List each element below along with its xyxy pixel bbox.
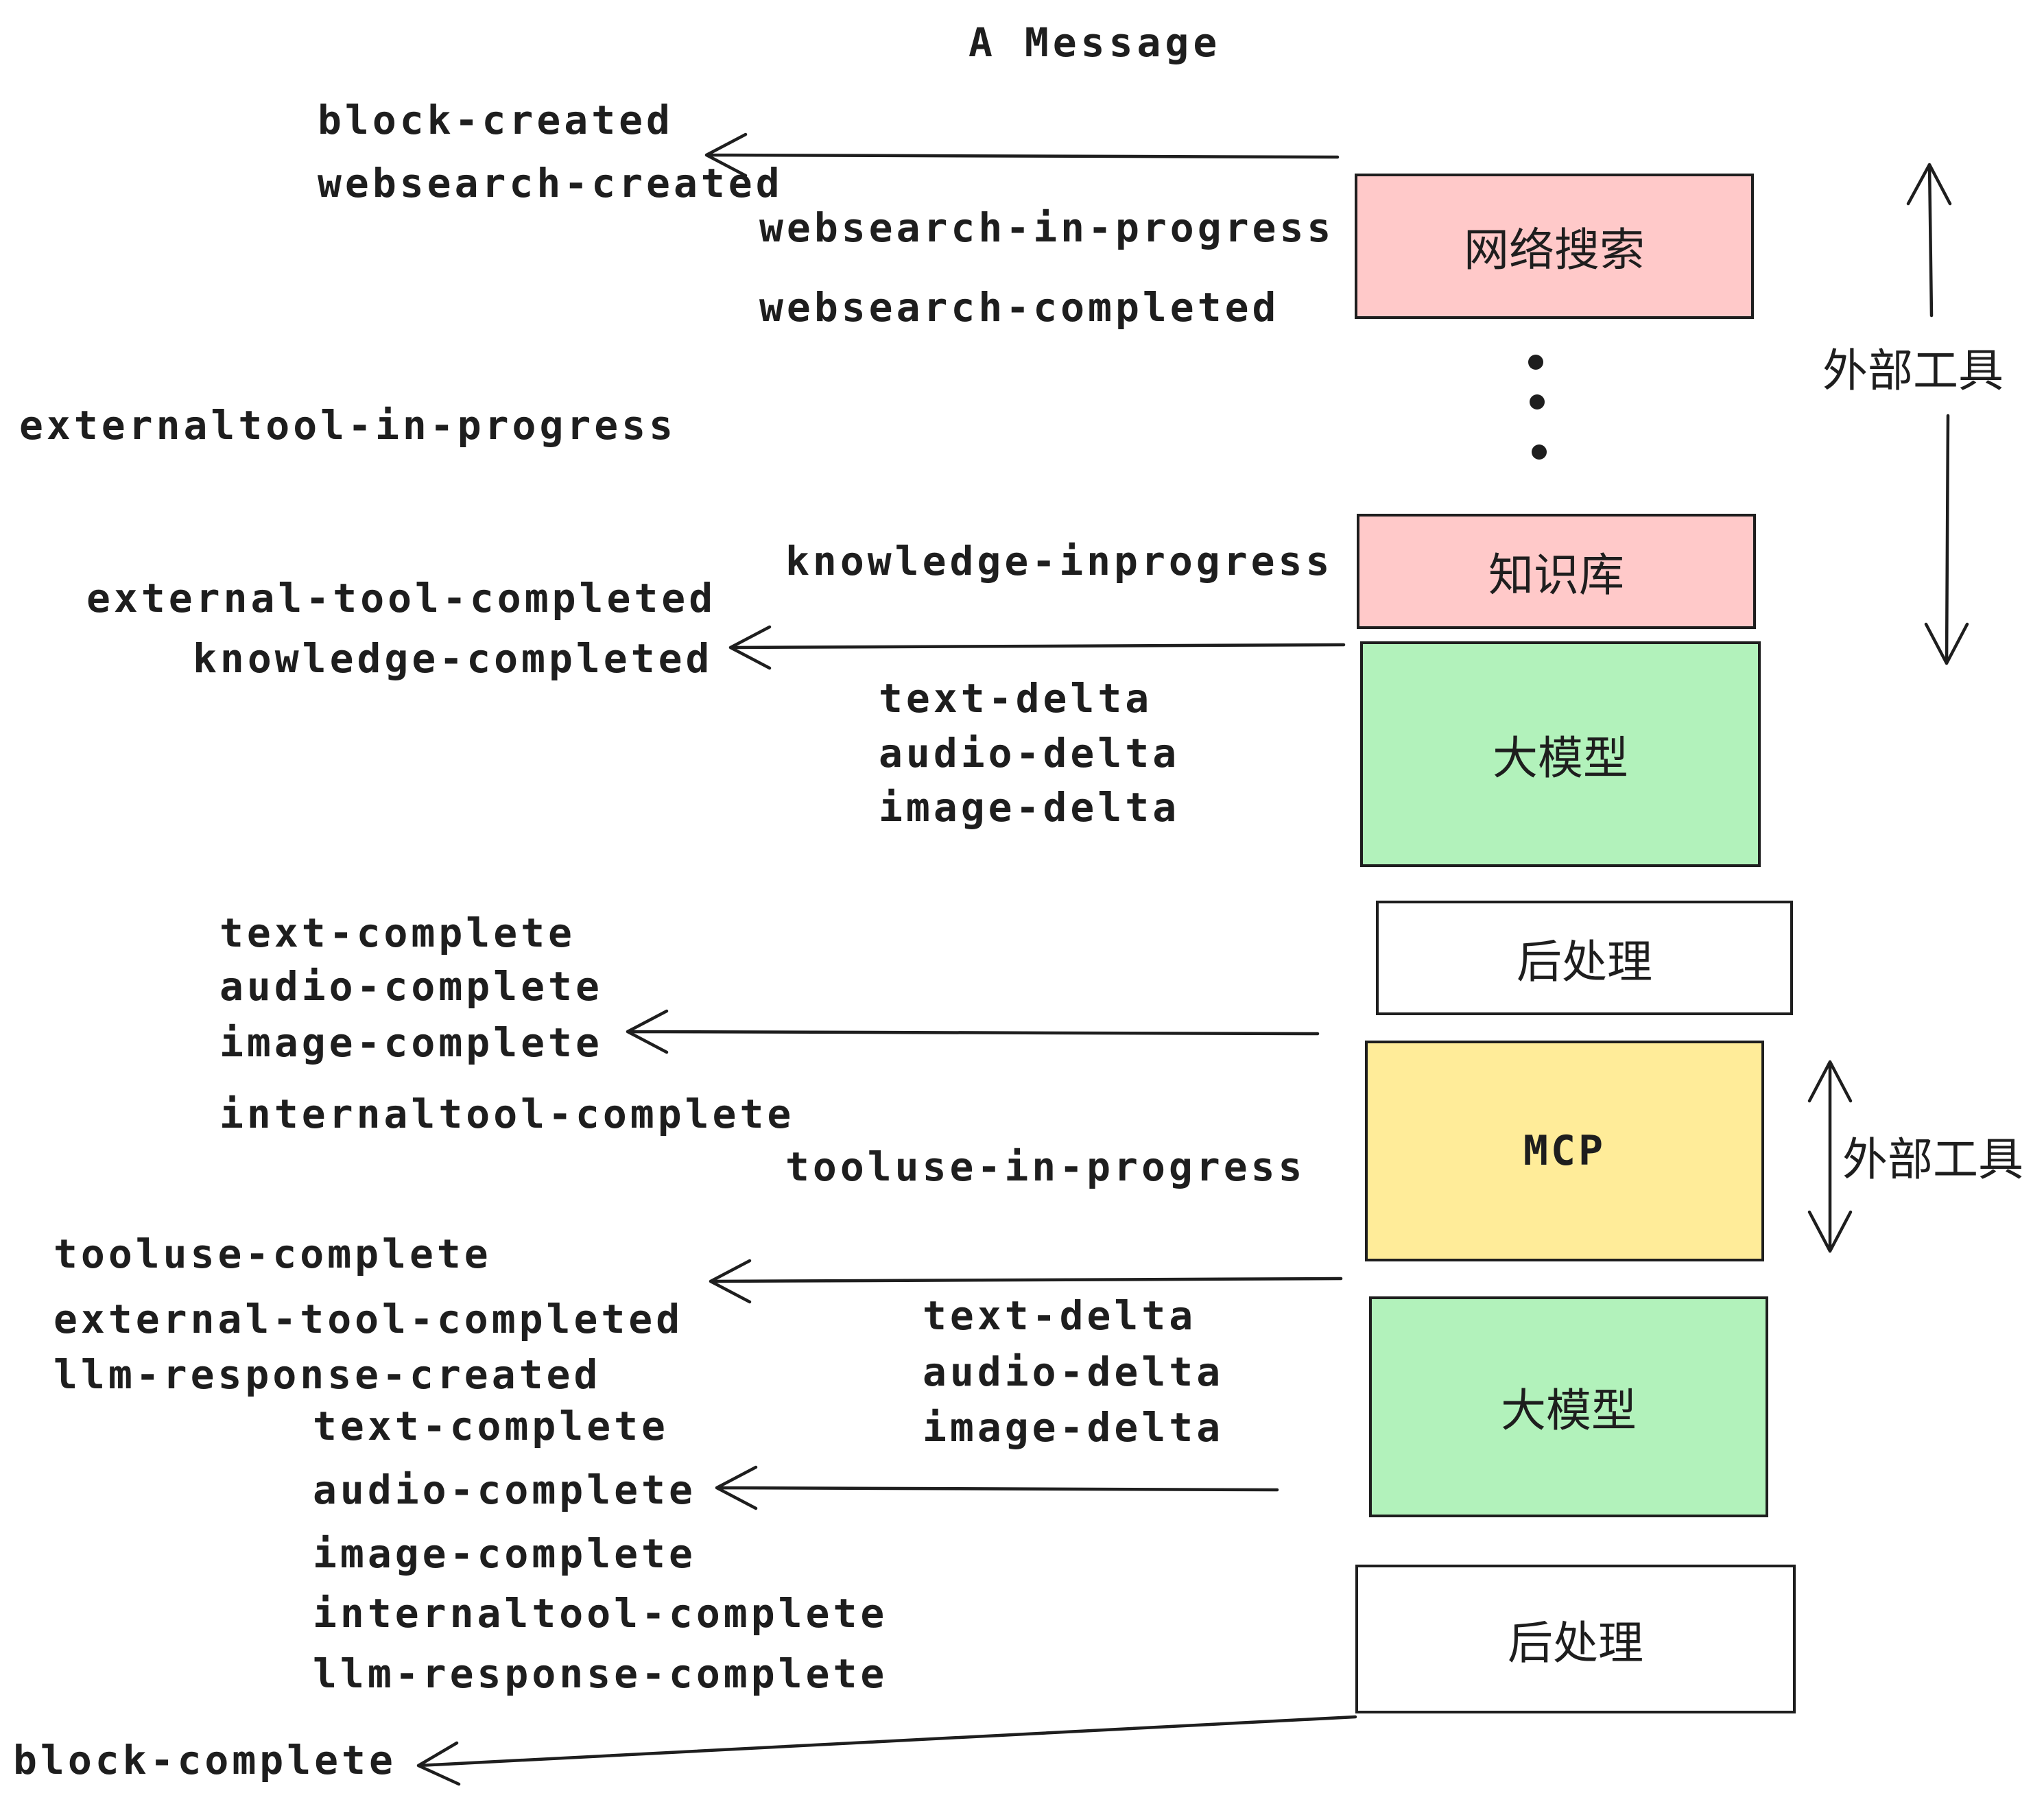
node-llm-1-label: 大模型 <box>1493 731 1628 785</box>
arrow-to-image-complete <box>626 1009 1320 1054</box>
vertical-ellipsis-dot-2 <box>1530 394 1545 410</box>
node-postprocess-2: 后处理 <box>1355 1565 1796 1713</box>
event-audio-complete-2: audio-complete <box>313 1467 696 1513</box>
event-text-delta-2: text-delta <box>923 1292 1197 1339</box>
node-postprocess-2-label: 后处理 <box>1508 1616 1643 1670</box>
node-websearch-label: 网络搜索 <box>1464 224 1645 276</box>
node-llm-1: 大模型 <box>1360 641 1761 867</box>
event-externaltool-in-progress: externaltool-in-progress <box>19 402 677 449</box>
vertical-ellipsis-dot-3 <box>1532 444 1547 460</box>
node-mcp-label: MCP <box>1523 1127 1606 1175</box>
event-image-delta-1: image-delta <box>879 784 1180 831</box>
event-image-complete-1: image-complete <box>219 1019 603 1066</box>
event-text-delta-1: text-delta <box>879 675 1153 722</box>
event-text-complete-1: text-complete <box>219 910 575 956</box>
external-tools-up-arrow <box>1906 163 1952 318</box>
event-internaltool-complete-1: internaltool-complete <box>219 1091 795 1137</box>
event-knowledge-completed: knowledge-completed <box>193 635 713 682</box>
external-tools-label-mid: 外部工具 <box>1842 1133 2023 1186</box>
event-block-complete: block-complete <box>13 1737 396 1783</box>
event-websearch-completed: websearch-completed <box>759 284 1280 331</box>
event-audio-complete-1: audio-complete <box>219 963 603 1010</box>
event-websearch-in-progress: websearch-in-progress <box>759 204 1335 251</box>
event-llm-response-created: llm-response-created <box>54 1351 602 1398</box>
event-external-tool-completed-1: external-tool-completed <box>86 575 717 621</box>
event-tooluse-in-progress: tooluse-in-progress <box>785 1143 1306 1190</box>
node-knowledge: 知识库 <box>1357 514 1756 629</box>
event-internaltool-complete-2: internaltool-complete <box>313 1590 888 1637</box>
event-external-tool-completed-2: external-tool-completed <box>54 1296 684 1342</box>
event-audio-delta-1: audio-delta <box>879 730 1180 776</box>
event-block-created: block-created <box>318 97 674 143</box>
event-tooluse-complete: tooluse-complete <box>54 1231 492 1277</box>
node-knowledge-label: 知识库 <box>1488 549 1624 602</box>
event-image-complete-2: image-complete <box>313 1530 696 1577</box>
event-audio-delta-2: audio-delta <box>923 1349 1224 1395</box>
node-postprocess-1-label: 后处理 <box>1517 935 1652 988</box>
arrow-to-audio-complete <box>715 1465 1279 1510</box>
diagram-title: A Message <box>968 19 1222 66</box>
node-postprocess-1: 后处理 <box>1376 901 1793 1015</box>
external-tools-double-arrow <box>1807 1060 1853 1253</box>
external-tools-label-top: 外部工具 <box>1822 344 2004 397</box>
event-image-delta-2: image-delta <box>923 1404 1224 1451</box>
event-llm-response-complete: llm-response-complete <box>313 1650 888 1697</box>
node-llm-2: 大模型 <box>1369 1296 1768 1517</box>
node-mcp: MCP <box>1365 1041 1764 1261</box>
arrow-to-tooluse-complete <box>709 1259 1343 1304</box>
arrow-to-knowledge-completed <box>728 625 1346 670</box>
node-llm-2-label: 大模型 <box>1501 1384 1637 1437</box>
event-knowledge-inprogress: knowledge-inprogress <box>785 538 1333 584</box>
event-text-complete-2: text-complete <box>313 1403 669 1449</box>
external-tools-down-arrow <box>1924 414 1969 665</box>
node-websearch: 网络搜索 <box>1355 174 1754 319</box>
arrow-to-block-created <box>704 132 1340 178</box>
arrow-to-block-complete <box>416 1715 1357 1786</box>
vertical-ellipsis-dot-1 <box>1528 355 1543 370</box>
event-websearch-created: websearch-created <box>318 160 783 206</box>
